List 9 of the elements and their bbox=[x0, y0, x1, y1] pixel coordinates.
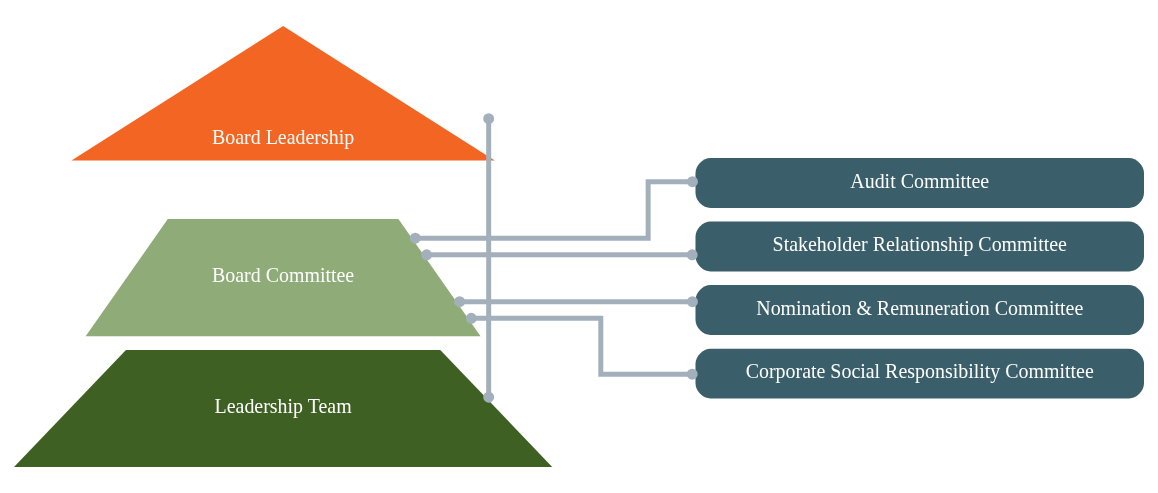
node-box: Stakeholder Relationship Committee bbox=[695, 221, 1144, 272]
node-box: Audit Committee bbox=[695, 158, 1144, 208]
connector bbox=[454, 296, 698, 308]
node-box: Nomination & Remuneration Committee bbox=[695, 285, 1144, 335]
connector bbox=[409, 176, 698, 244]
node-box: Corporate Social Responsibility Committee bbox=[695, 348, 1144, 399]
connector bbox=[483, 113, 495, 403]
connector bbox=[465, 312, 698, 380]
connector bbox=[421, 249, 698, 261]
